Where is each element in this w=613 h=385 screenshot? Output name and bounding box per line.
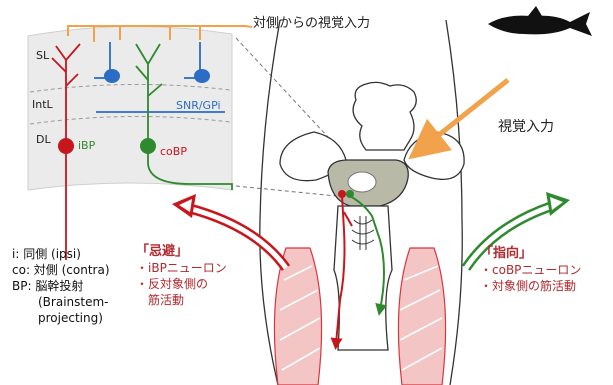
legend-ipsi: i: 同側 (ipsi) <box>12 246 110 262</box>
avoidance-item-2: ・反対象側の <box>136 276 227 292</box>
brain-outline <box>353 82 416 150</box>
zoom-line-1 <box>236 38 340 150</box>
visual-input-label: 視覚入力 <box>498 119 554 135</box>
tectum-center <box>348 172 376 192</box>
inset-title: 対側からの視覚入力 <box>253 17 370 32</box>
cobp-label: coBP <box>160 146 187 159</box>
orienting-title: 「指向」 <box>480 246 581 262</box>
layer-label-intl: IntL <box>32 99 53 112</box>
visual-input-arrow <box>420 80 508 150</box>
brain-ibp-soma <box>338 190 346 198</box>
avoidance-item-1: ・iBPニューロン <box>136 260 227 276</box>
zoom-line-2 <box>236 186 336 196</box>
avoidance-title: 「忌避」 <box>136 244 227 260</box>
blue-neuron-soma-2 <box>194 69 210 83</box>
orienting-block: 「指向」 ・coBPニューロン ・対象側の筋活動 <box>480 246 581 294</box>
muscle-right <box>398 248 445 385</box>
snr-label: SNR/GPi <box>176 100 221 113</box>
cobp-soma <box>140 138 156 154</box>
fish-icon <box>488 6 592 36</box>
layer-label-dl: DL <box>36 134 51 147</box>
orienting-item-1: ・coBPニューロン <box>480 262 581 278</box>
legend: i: 同側 (ipsi) co: 対側 (contra) BP: 脳幹投射 (B… <box>12 246 110 326</box>
legend-projecting: projecting) <box>12 310 110 326</box>
avoidance-item-3: 筋活動 <box>136 292 227 308</box>
legend-brainstem: (Brainstem- <box>12 294 110 310</box>
layer-label-sl: SL <box>36 50 49 63</box>
legend-bp: BP: 脳幹投射 <box>12 278 110 294</box>
blue-neuron-soma-1 <box>104 69 120 83</box>
avoidance-block: 「忌避」 ・iBPニューロン ・反対象側の 筋活動 <box>136 244 227 308</box>
brain-cobp-soma <box>346 190 354 198</box>
ibp-label: iBP <box>78 140 95 153</box>
legend-contra: co: 対側 (contra) <box>12 262 110 278</box>
orienting-item-2: ・対象側の筋活動 <box>480 278 581 294</box>
ibp-soma <box>58 138 74 154</box>
